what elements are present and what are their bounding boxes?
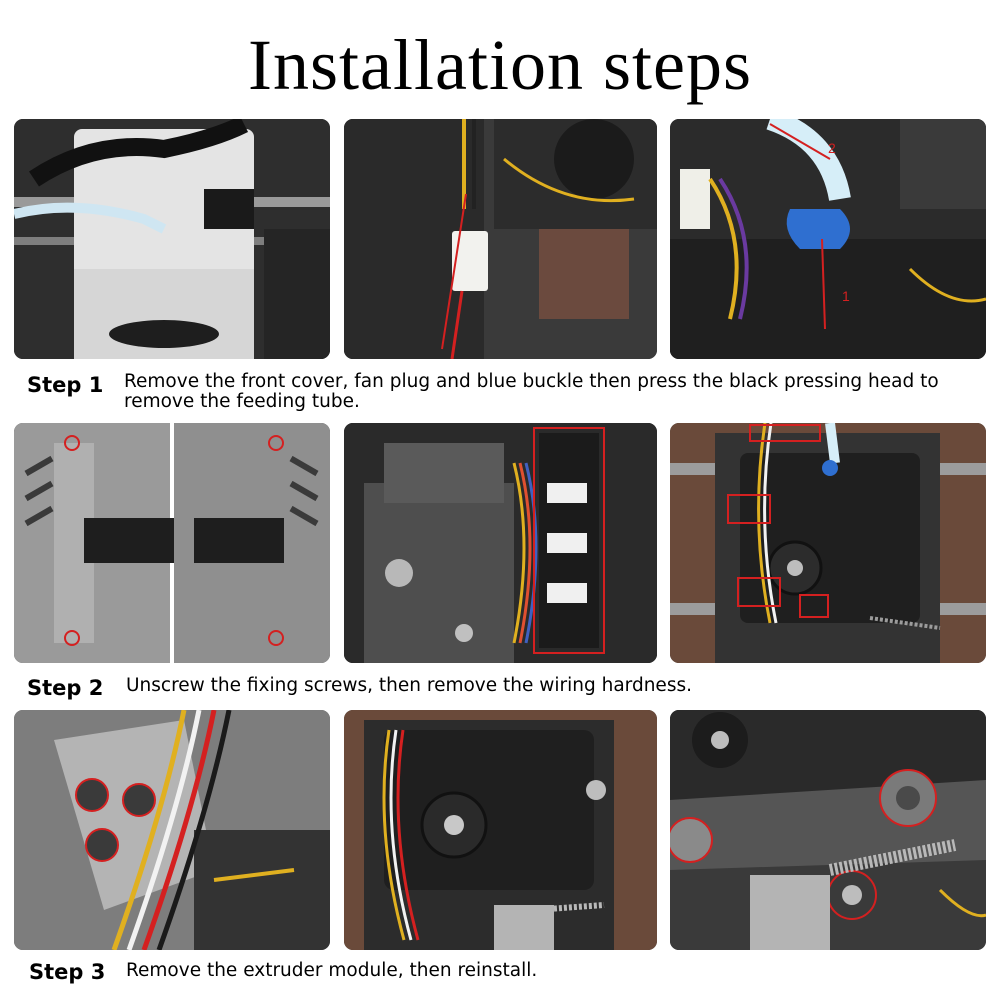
step3-photo-bracket-screws [14, 710, 330, 950]
step1-photo-front-cover [14, 119, 330, 359]
annotation-number: 2 [828, 140, 836, 156]
step1-description: Remove the front cover, fan plug and blu… [124, 371, 939, 412]
step3-description: Remove the extruder module, then reinsta… [126, 960, 538, 981]
step1-label: Step 1 [27, 373, 104, 397]
step3-label: Step 3 [29, 960, 106, 984]
step2-label: Step 2 [27, 676, 104, 700]
step3-photo-reinstall [670, 710, 986, 950]
step2-photo-motor-board [344, 423, 657, 663]
step2-description: Unscrew the fixing screws, then remove t… [126, 675, 692, 696]
page-title: Installation steps [248, 25, 752, 105]
step2-photo-wiring-harness [670, 423, 986, 663]
step1-photo-blue-buckle: 2 1 [670, 119, 986, 359]
step1-photo-fan-plug [344, 119, 657, 359]
annotation-number: 1 [842, 288, 850, 304]
step2-photo-fixing-screws [14, 423, 330, 663]
step3-photo-extruder-module [344, 710, 657, 950]
